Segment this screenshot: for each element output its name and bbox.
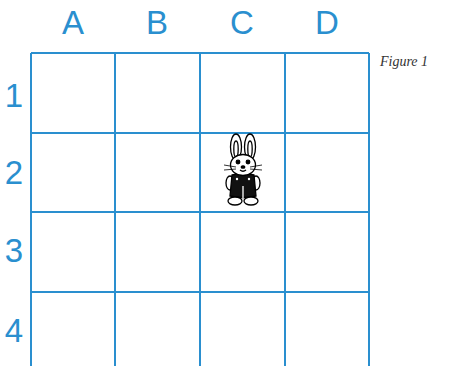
column-letter: D bbox=[315, 6, 339, 39]
row-number: 1 bbox=[5, 79, 23, 112]
row-number: 4 bbox=[5, 314, 23, 347]
column-letter: B bbox=[146, 6, 168, 39]
bunny-figure bbox=[224, 134, 262, 205]
row-number: 3 bbox=[5, 234, 23, 267]
figure-caption: Figure 1 bbox=[380, 55, 428, 69]
column-letter: C bbox=[230, 6, 254, 39]
column-letter: A bbox=[62, 6, 84, 39]
grid-lines bbox=[31, 53, 369, 366]
row-number: 2 bbox=[5, 156, 23, 189]
